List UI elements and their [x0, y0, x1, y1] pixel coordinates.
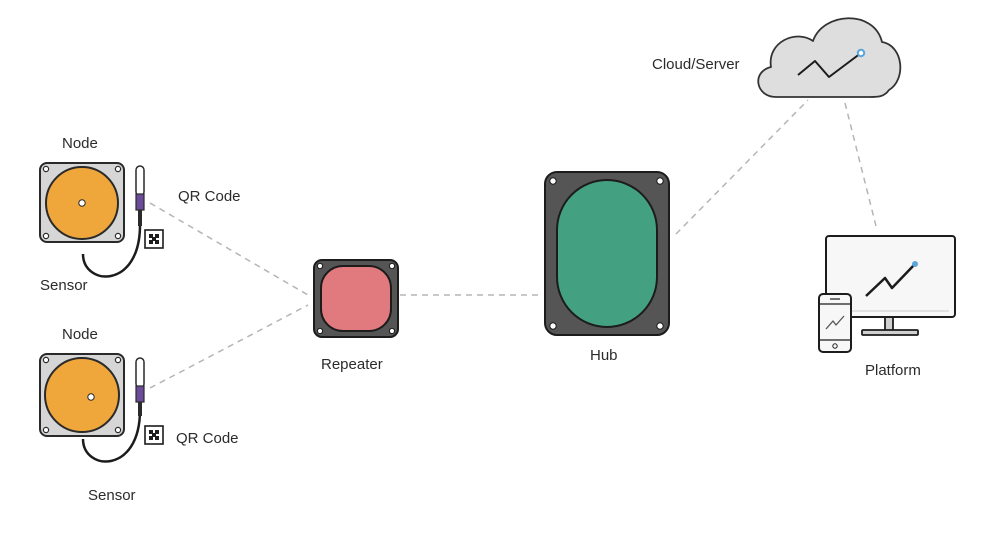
repeater-device — [313, 259, 399, 338]
hub-label: Hub — [590, 347, 618, 364]
screw-icon — [42, 165, 50, 173]
node-1-sensor-label: Sensor — [40, 277, 88, 294]
link-node1-repeater — [149, 202, 309, 296]
qr-code-icon — [144, 229, 164, 249]
node-1-title: Node — [62, 135, 98, 152]
hub-device — [544, 171, 670, 336]
sensor-probe — [135, 357, 145, 416]
screw-icon — [316, 327, 324, 335]
screw-icon — [42, 232, 50, 240]
sensor-cable — [81, 224, 142, 278]
screw-icon — [549, 177, 557, 185]
monitor-icon — [825, 235, 956, 336]
screw-icon — [114, 426, 122, 434]
link-hub-cloud — [675, 99, 809, 235]
screw-icon — [656, 177, 664, 185]
screw-icon — [42, 426, 50, 434]
repeater-label: Repeater — [321, 356, 383, 373]
phone-icon — [818, 293, 852, 353]
screw-icon — [114, 165, 122, 173]
cloud-label: Cloud/Server — [652, 56, 740, 73]
screw-icon — [388, 327, 396, 335]
node-device-2 — [39, 353, 164, 463]
node-2-qr-label: QR Code — [176, 430, 239, 447]
screw-icon — [114, 232, 122, 240]
network-links — [149, 99, 877, 389]
cloud-icon — [757, 17, 902, 98]
screw-icon — [656, 322, 664, 330]
node-led — [87, 393, 95, 401]
node-disc — [44, 357, 120, 433]
link-node2-repeater — [149, 304, 309, 389]
sensor-probe — [135, 165, 145, 226]
screw-icon — [42, 356, 50, 364]
hub-panel — [556, 179, 658, 328]
screw-icon — [388, 262, 396, 270]
platform-label: Platform — [865, 362, 921, 379]
link-cloud-platform — [844, 102, 877, 227]
node-2-sensor-label: Sensor — [88, 487, 136, 504]
node-2-title: Node — [62, 326, 98, 343]
screw-icon — [549, 322, 557, 330]
qr-code-icon — [144, 425, 164, 445]
sensor-cable — [81, 409, 142, 463]
repeater-button — [320, 265, 392, 332]
screw-icon — [316, 262, 324, 270]
node-led — [78, 199, 86, 207]
screw-icon — [114, 356, 122, 364]
node-1-qr-label: QR Code — [178, 188, 241, 205]
node-device-1 — [39, 162, 164, 278]
